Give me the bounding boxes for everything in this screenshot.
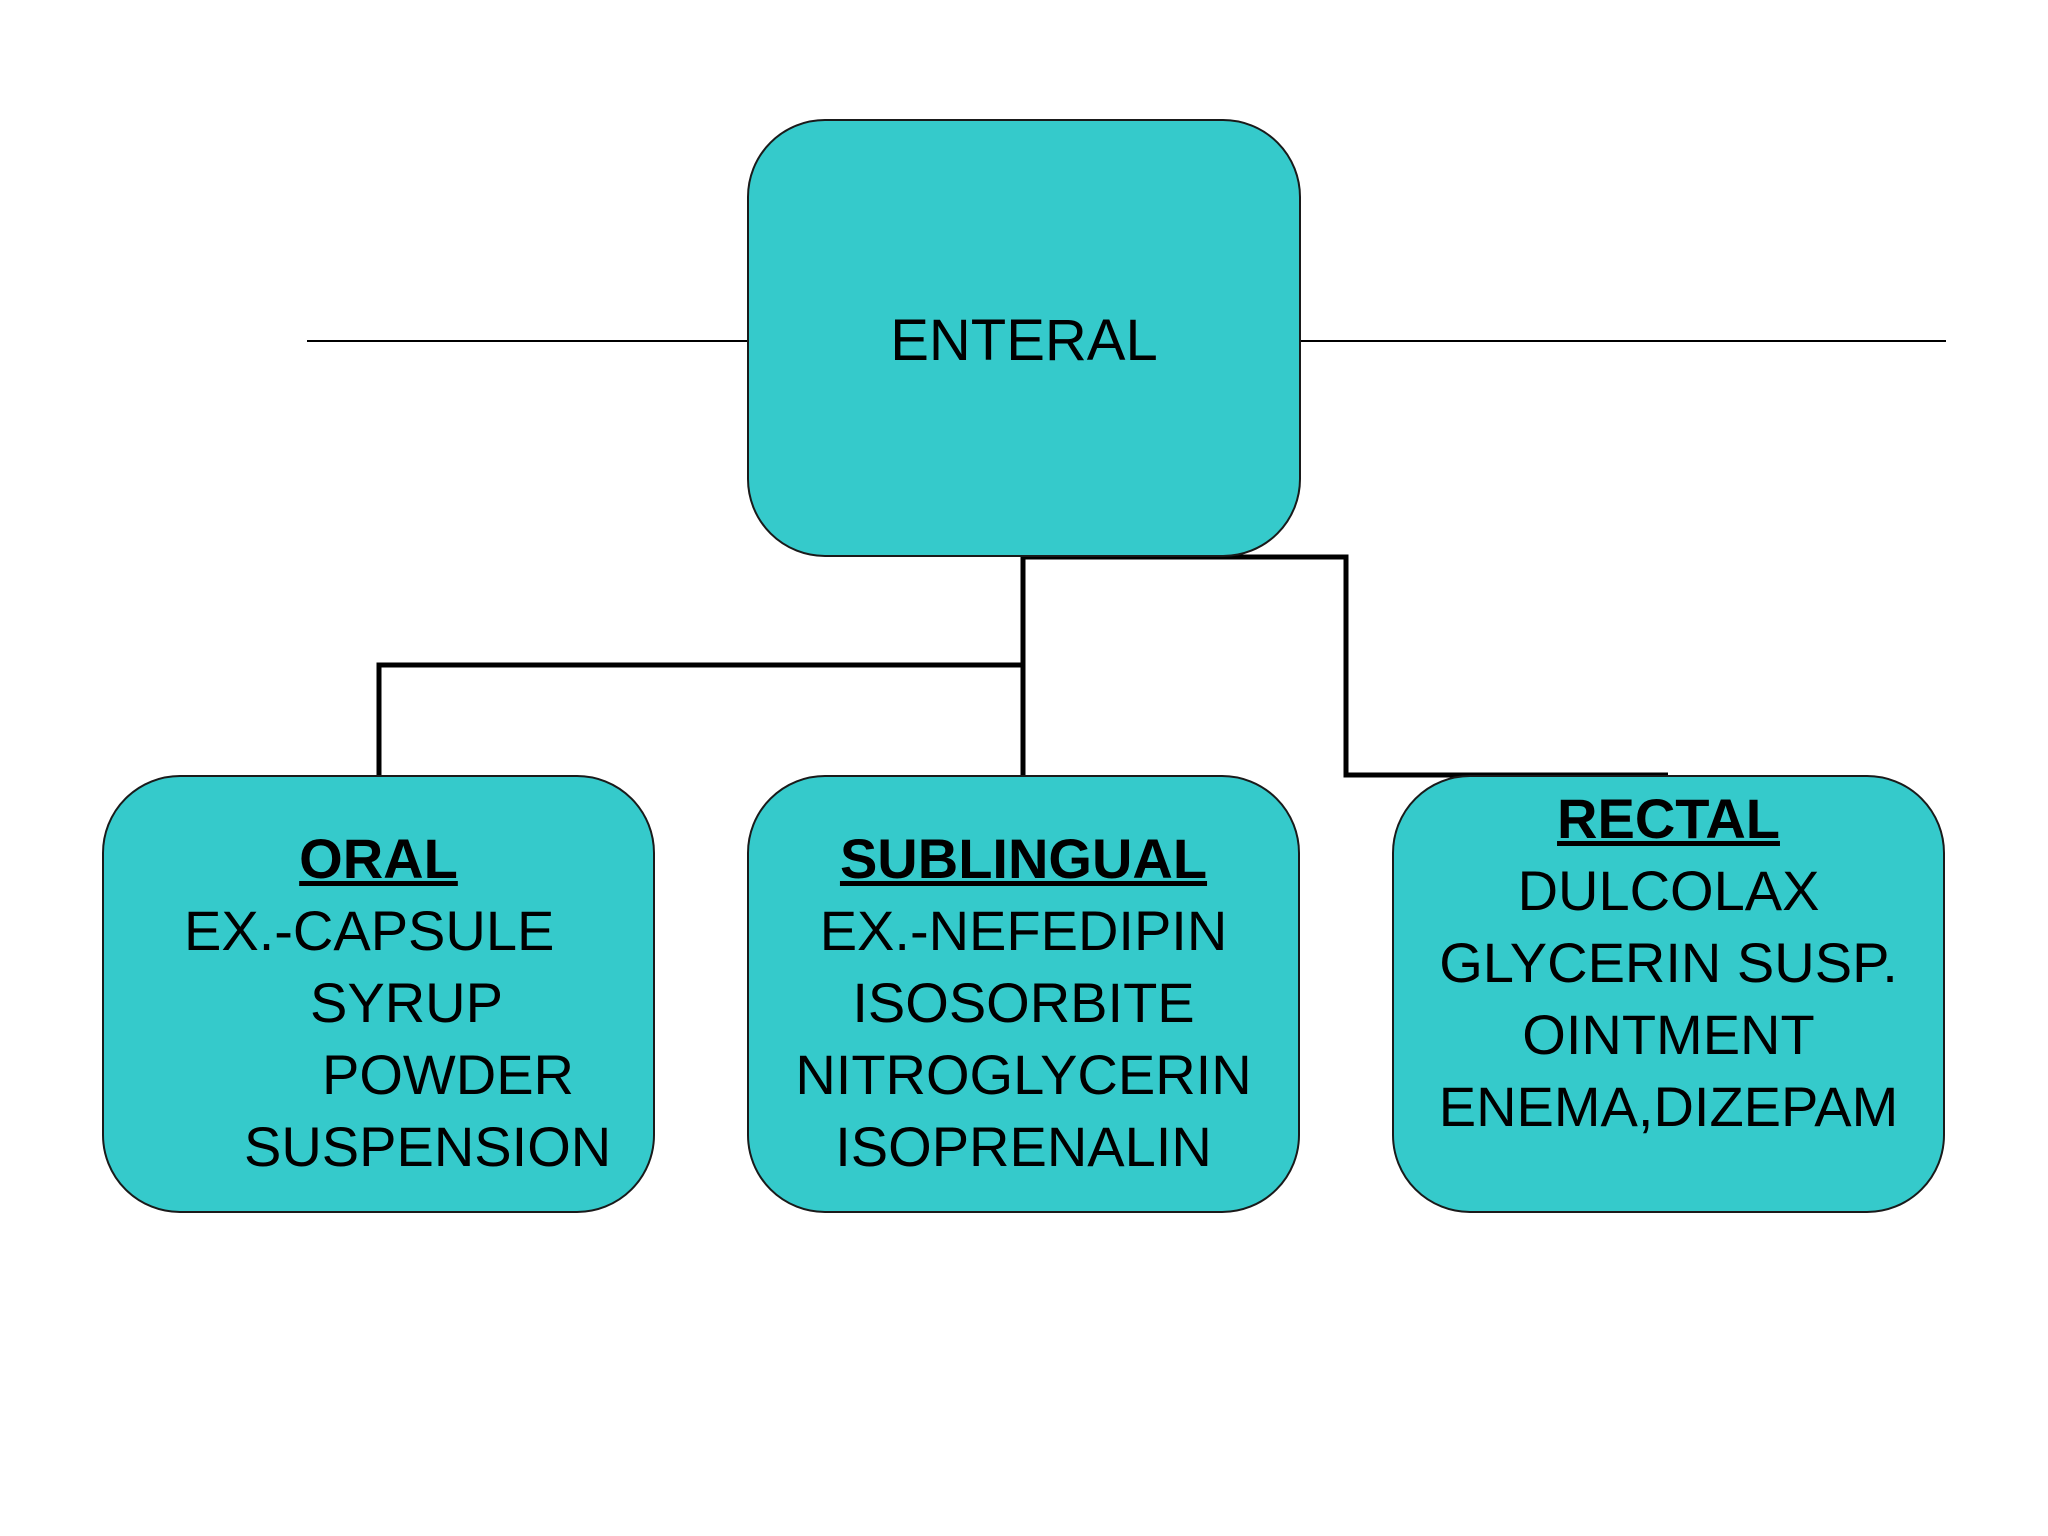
oral-heading: ORAL [299, 827, 458, 890]
rectal-line-4: ENEMA,DIZEPAM [1438, 1075, 1899, 1138]
enteral-label: ENTERAL [890, 308, 1158, 373]
rectal-line-3: OINTMENT [1522, 1003, 1815, 1066]
sublingual-heading: SUBLINGUAL [839, 827, 1208, 890]
oral-line-2: SYRUP [310, 971, 503, 1034]
rectal-node: RECTAL DULCOLAX GLYCERIN SUSP. OINTMENT … [1392, 775, 1945, 1213]
oral-node: ORAL EX.-CAPSULE SYRUP POWDER SUSPENSION [102, 775, 655, 1213]
sublingual-line-3: NITROGLYCERIN [795, 1043, 1252, 1106]
oral-line-1: EX.-CAPSULE [184, 899, 555, 962]
sublingual-line-4: ISOPRENALIN [835, 1115, 1212, 1178]
oral-line-3: POWDER [322, 1043, 574, 1106]
sublingual-line-1: EX.-NEFEDIPIN [819, 899, 1228, 962]
rectal-line-1: DULCOLAX [1517, 859, 1820, 922]
sublingual-line-2: ISOSORBITE [852, 971, 1195, 1034]
rectal-heading: RECTAL [1557, 787, 1780, 850]
connector-to-oral [376, 557, 1026, 775]
oral-line-4: SUSPENSION [244, 1115, 612, 1178]
sublingual-node: SUBLINGUAL EX.-NEFEDIPIN ISOSORBITE NITR… [747, 775, 1300, 1213]
connector-to-rectal [1023, 554, 1668, 778]
enteral-node: ENTERAL [747, 119, 1301, 557]
rectal-line-2: GLYCERIN SUSP. [1439, 931, 1898, 994]
